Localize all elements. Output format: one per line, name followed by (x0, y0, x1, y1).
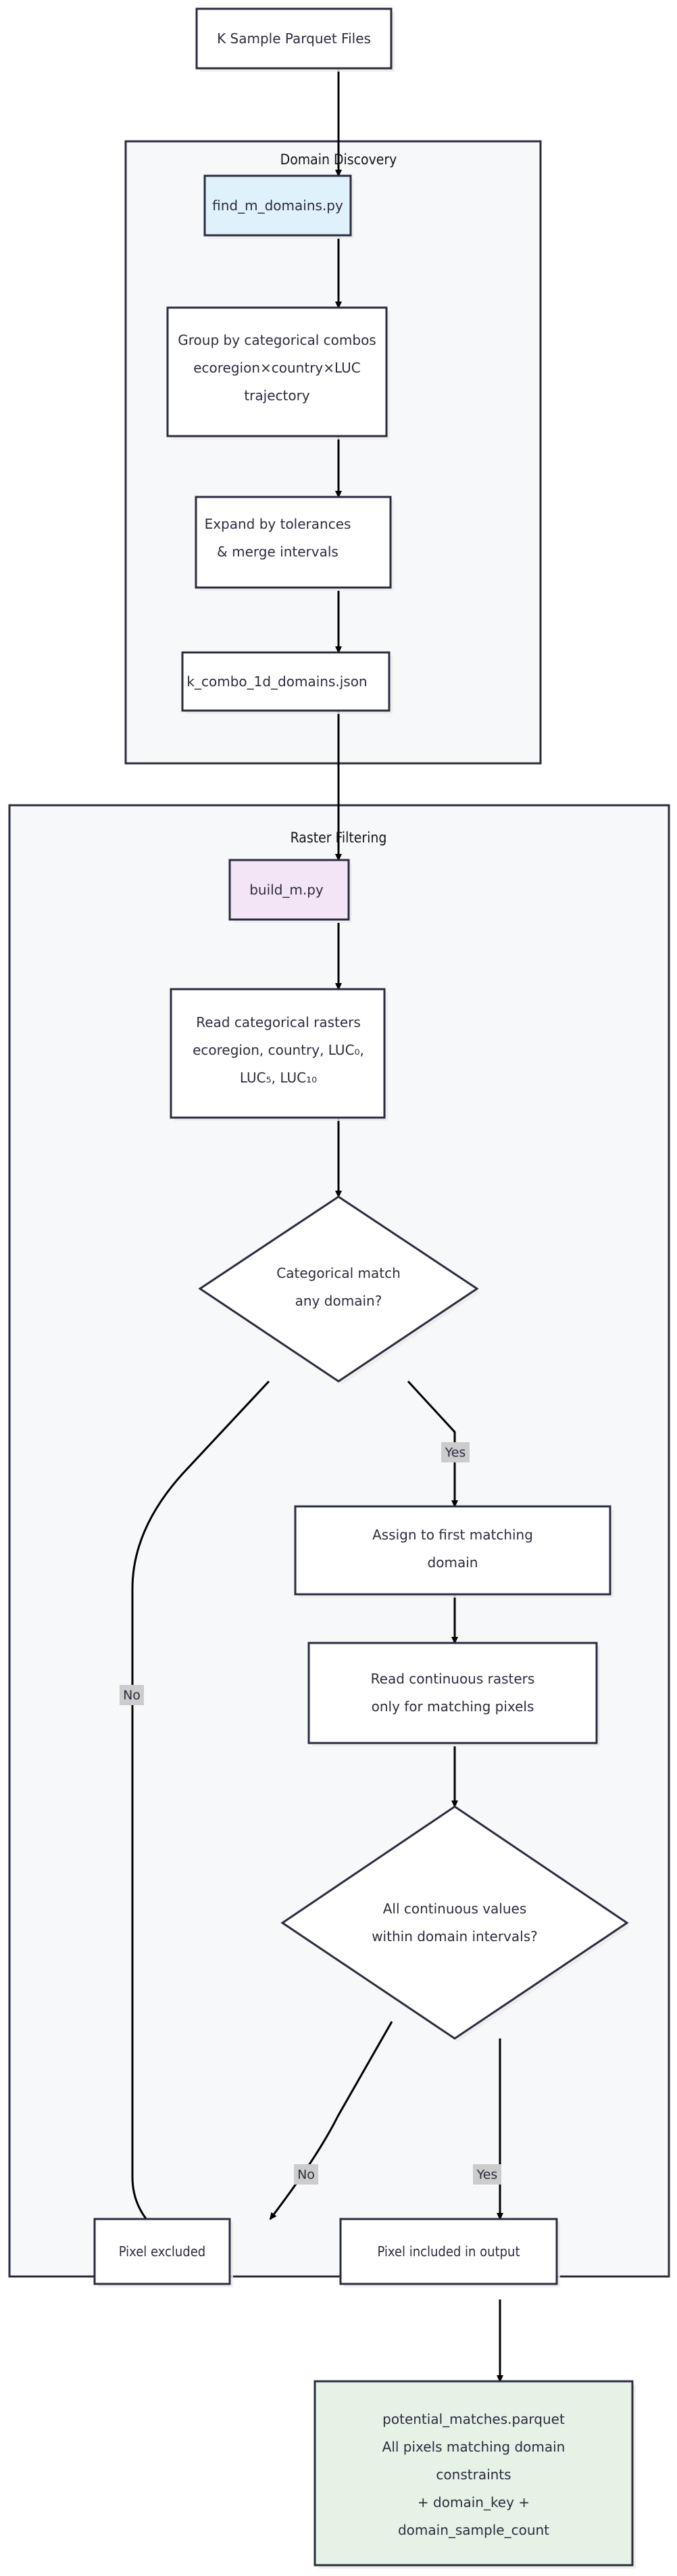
node-categorical-decision[interactable]: Categorical match any domain? (198, 1195, 480, 1385)
node-expand-tolerances-line-1: Expand by tolerances (205, 516, 351, 532)
node-read-categorical-line-1: Read categorical rasters (196, 1014, 361, 1030)
edge-label-categorical-no: No (120, 1685, 144, 1705)
node-output-parquet[interactable]: potential_matches.parquet All pixels mat… (314, 2380, 636, 2569)
node-build-script[interactable]: build_m.py (228, 859, 352, 923)
node-assign-domain-line-2: domain (428, 1554, 478, 1571)
edge-label-continuous-no: No (294, 2164, 318, 2185)
node-pixel-excluded[interactable]: Pixel excluded (93, 2218, 233, 2287)
node-continuous-decision-line-1: All continuous values (383, 1901, 527, 1917)
edge-label-continuous-yes-text: Yes (476, 2168, 498, 2183)
node-domains-json[interactable]: k_combo_1d_domains.json (181, 651, 393, 714)
node-read-continuous-line-1: Read continuous rasters (371, 1671, 535, 1687)
cluster-label-raster-filtering: Raster Filtering (291, 830, 387, 846)
node-group-combos[interactable]: Group by categorical combos ecoregion×co… (166, 306, 390, 439)
node-find-domains-script-label: find_m_domains.py (212, 197, 343, 214)
edge-categorical-yes-to-assign (407, 1380, 458, 1508)
edge-continuous-no-to-excluded (269, 2021, 393, 2220)
node-assign-domain[interactable]: Assign to first matching domain (294, 1505, 613, 1598)
edge-label-continuous-no-text: No (297, 2168, 315, 2183)
node-pixel-included[interactable]: Pixel included in output (339, 2218, 560, 2287)
node-input-parquet[interactable]: K Sample Parquet Files (195, 7, 395, 72)
node-read-categorical-line-2: ecoregion, country, LUC₀, (193, 1042, 364, 1058)
node-group-combos-line-3: trajectory (244, 387, 309, 404)
node-read-categorical-line-3: LUC₅, LUC₁₀ (240, 1070, 317, 1086)
node-categorical-decision-line-1: Categorical match (276, 1265, 401, 1281)
node-build-script-label: build_m.py (249, 882, 324, 898)
node-group-combos-line-1: Group by categorical combos (178, 332, 376, 348)
node-output-parquet-line-4: + domain_key + (418, 2494, 530, 2510)
node-output-parquet-line-3: constraints (436, 2466, 511, 2483)
node-find-domains-script[interactable]: find_m_domains.py (203, 174, 354, 239)
node-assign-domain-line-1: Assign to first matching (372, 1527, 533, 1543)
edge-label-continuous-yes: Yes (473, 2164, 501, 2185)
node-expand-tolerances[interactable]: Expand by tolerances & merge intervals (195, 496, 394, 591)
node-pixel-excluded-label: Pixel excluded (119, 2243, 205, 2260)
node-output-parquet-line-5: domain_sample_count (398, 2522, 549, 2538)
node-expand-tolerances-line-2: & merge intervals (217, 544, 338, 560)
node-read-continuous-line-2: only for matching pixels (372, 1698, 534, 1715)
node-domains-json-label: k_combo_1d_domains.json (186, 673, 367, 690)
edge-categorical-no-to-excluded (131, 1380, 270, 2235)
edge-label-categorical-no-text: No (123, 1688, 141, 1703)
edge-label-categorical-yes-text: Yes (445, 1446, 466, 1460)
edge-label-categorical-yes: Yes (441, 1442, 470, 1462)
node-output-parquet-line-2: All pixels matching domain (382, 2439, 566, 2455)
node-group-combos-line-2: ecoregion×country×LUC (193, 360, 361, 376)
node-input-parquet-label: K Sample Parquet Files (217, 30, 371, 47)
cluster-label-domain-discovery: Domain Discovery (280, 151, 397, 168)
node-pixel-included-label: Pixel included in output (377, 2243, 520, 2260)
node-read-continuous[interactable]: Read continuous rasters only for matchin… (307, 1642, 600, 1746)
node-output-parquet-line-1: potential_matches.parquet (382, 2411, 565, 2427)
node-read-categorical[interactable]: Read categorical rasters ecoregion, coun… (170, 988, 388, 1121)
node-categorical-decision-line-2: any domain? (295, 1293, 382, 1309)
node-continuous-decision[interactable]: All continuous values within domain inte… (280, 1805, 630, 2042)
node-continuous-decision-line-2: within domain intervals? (372, 1928, 538, 1945)
